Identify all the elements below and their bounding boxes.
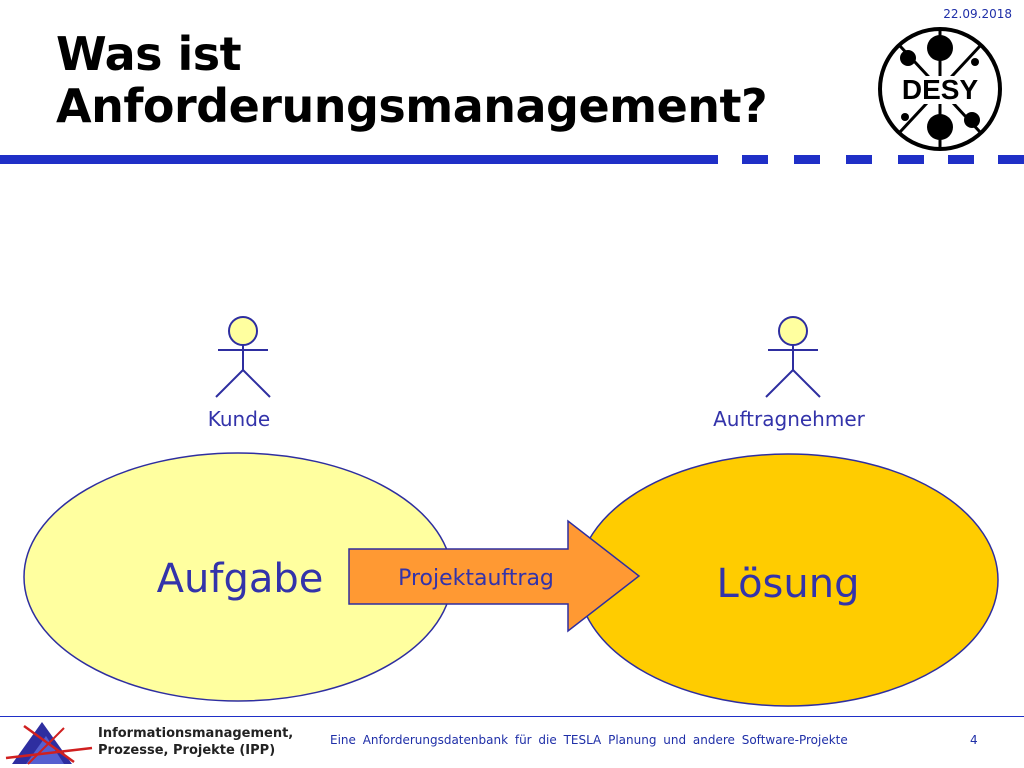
arrow-label: Projektauftrag [398,566,554,591]
actor-auftragnehmer [765,316,821,398]
title-line-1: Was ist [56,27,242,81]
org-line-1: Informationsmanagement, [98,726,294,741]
title-rule-dash [742,155,768,164]
projektauftrag-arrow [348,519,641,633]
title-rule-dash [948,155,974,164]
page-number: 4 [970,733,978,747]
stick-figure-icon [778,316,808,346]
org-name: Informationsmanagement, Prozesse, Projek… [98,725,293,759]
actor-label-kunde: Kunde [208,407,270,431]
title-rule-dash [998,155,1024,164]
ipp-logo-icon [5,722,93,765]
actor-label-auftragnehmer: Auftragnehmer [713,407,866,431]
title-rule-dash [846,155,872,164]
footer-rule [0,716,1024,717]
title-rule-dash [794,155,820,164]
slide-date: 22.09.2018 [943,7,1012,21]
title-line-2: Anforderungsmanagement? [56,79,768,133]
actor-kunde [215,316,271,398]
ellipse-label-loesung: Lösung [717,561,860,607]
stick-figure-icon [228,316,258,346]
ellipse-label-aufgabe: Aufgabe [157,556,324,602]
logo-text: DESY [902,74,979,105]
title-rule-dash [898,155,924,164]
title-rule [0,155,718,164]
footer-caption: Eine Anforderungsdatenbank für die TESLA… [330,733,848,747]
desy-logo-icon: DESY [878,27,1002,151]
org-line-2: Prozesse, Projekte (IPP) [98,743,276,758]
slide-title: Was ist Anforderungsmanagement? [56,27,768,133]
